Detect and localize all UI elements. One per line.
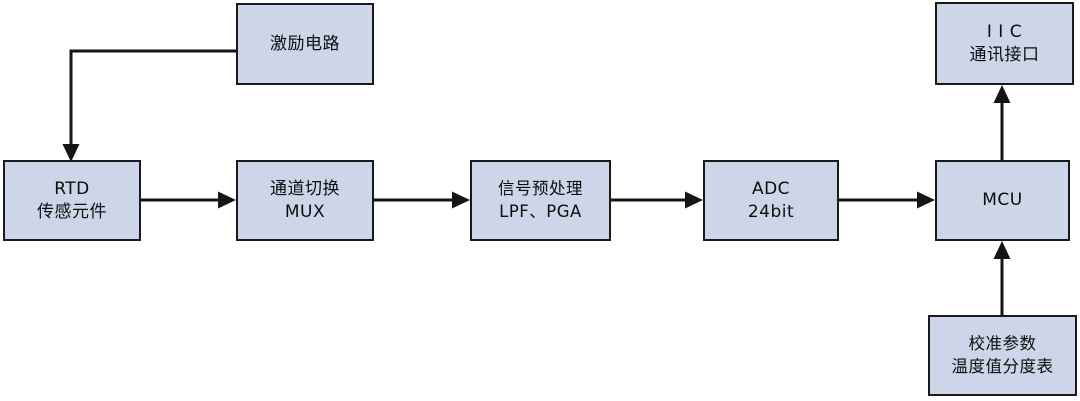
node-signal-line1: 信号预处理: [498, 179, 583, 199]
node-caltable-line2: 温度值分度表: [951, 356, 1054, 376]
node-exciter-line1: 激励电路: [270, 33, 340, 54]
node-iic-interface[interactable]: I I C 通讯接口: [935, 2, 1074, 85]
node-rtd-sensor[interactable]: RTD 传感元件: [3, 160, 141, 241]
node-rtd-line1: RTD: [54, 178, 90, 199]
node-adc-line2: 24bit: [747, 201, 795, 222]
edge-exciter-to-rtd: [62, 49, 236, 162]
edge-caltable-to-mcu: [993, 241, 1011, 315]
edge-rtd-to-mux: [141, 191, 236, 209]
edge-adc-to-mcu: [839, 191, 935, 209]
node-adc-line1: ADC: [751, 178, 791, 199]
node-rtd-line2: 传感元件: [37, 201, 107, 222]
node-mcu-line1: MCU: [982, 190, 1023, 211]
node-signal-preprocessing[interactable]: 信号预处理 LPF、PGA: [470, 160, 611, 241]
node-calibration-table[interactable]: 校准参数 温度值分度表: [928, 315, 1077, 396]
node-signal-line2: LPF、PGA: [499, 201, 582, 221]
node-channel-mux[interactable]: 通道切换 MUX: [236, 160, 374, 241]
node-mux-line2: MUX: [284, 201, 326, 222]
node-iic-line1: I I C: [986, 21, 1023, 42]
edge-mux-to-signal: [374, 191, 470, 209]
node-iic-line2: 通讯接口: [969, 44, 1040, 65]
node-mcu[interactable]: MCU: [935, 160, 1070, 241]
edge-mcu-to-iic: [993, 85, 1011, 160]
node-caltable-line1: 校准参数: [968, 334, 1037, 354]
node-mux-line1: 通道切换: [270, 178, 340, 199]
node-excitation-circuit[interactable]: 激励电路: [236, 3, 374, 85]
node-adc[interactable]: ADC 24bit: [703, 160, 839, 241]
edge-signal-to-adc: [611, 191, 703, 209]
